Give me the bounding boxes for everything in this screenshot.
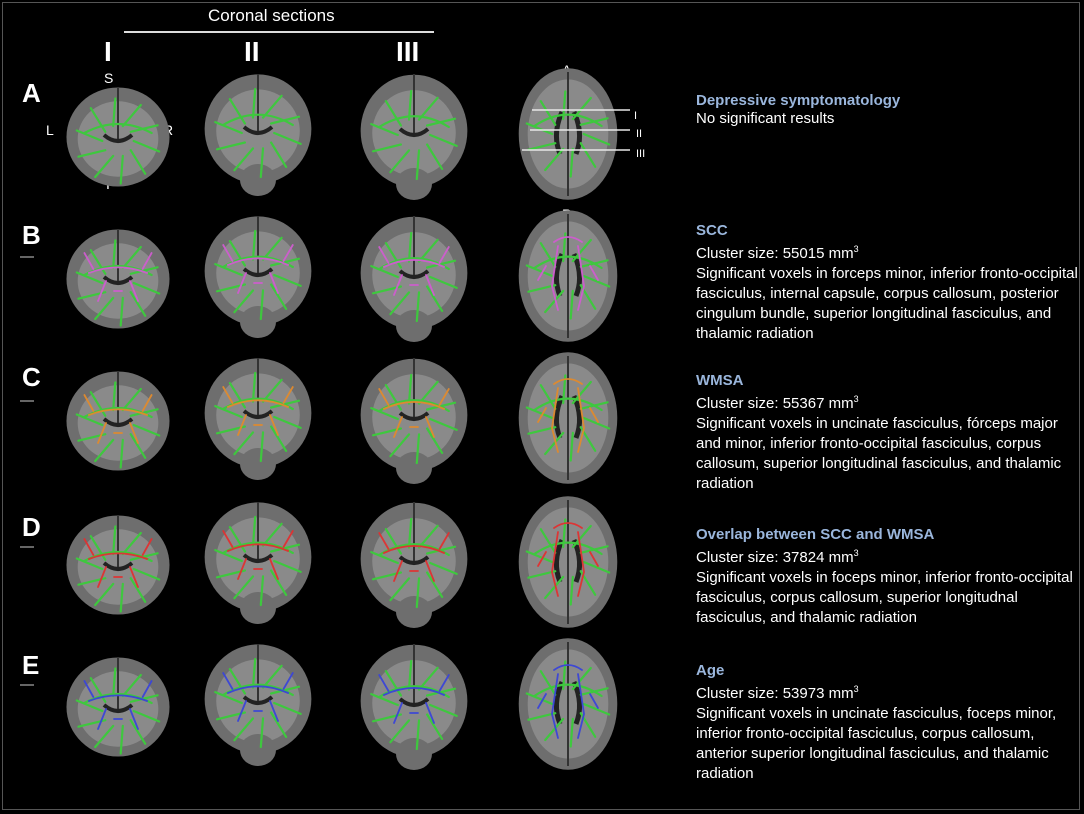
panel-b-title: SCC: [696, 222, 728, 239]
brain-axial-section-row-e: [518, 638, 618, 770]
panel-a-title: Depressive symptomatology: [696, 92, 901, 109]
panel-c-cluster: Cluster size: 55367 mm3: [696, 394, 859, 412]
section-title: Coronal sections: [208, 6, 335, 25]
brain-coronal-section-1-row-b: [66, 229, 170, 329]
panel-d-description: Significant voxels in foceps minor, infe…: [696, 569, 1073, 626]
panel-a-description: No significant results: [696, 110, 835, 127]
panel-e: Age Cluster size: 53973 mm3 Significant …: [696, 662, 1084, 784]
panel-b-cluster: Cluster size: 55015 mm3: [696, 244, 859, 262]
panel-d: Overlap between SCC and WMSA Cluster siz…: [696, 526, 1084, 628]
row-d-marker: [20, 546, 34, 548]
panel-c: WMSA Cluster size: 55367 mm3 Significant…: [696, 372, 1084, 494]
brain-coronal-section-1-row-a: [66, 87, 170, 187]
panel-d-cluster: Cluster size: 37824 mm3: [696, 548, 859, 566]
panel-e-description: Significant voxels in uncinate fasciculu…: [696, 705, 1057, 782]
panel-e-title: Age: [696, 662, 725, 679]
brain-coronal-section-3-row-d: [360, 502, 468, 628]
brain-coronal-section-3-row-c: [360, 358, 468, 484]
section-divider: [124, 31, 434, 33]
brain-coronal-section-2-row-c: [204, 358, 312, 480]
brain-coronal-section-3-row-b: [360, 216, 468, 342]
panel-b-description: Significant voxels in forceps minor, inf…: [696, 265, 1078, 342]
brain-coronal-section-1-row-e: [66, 657, 170, 757]
axial-line-label-2: II: [636, 128, 643, 140]
panel-d-title: Overlap between SCC and WMSA: [696, 526, 935, 543]
panel-e-cluster: Cluster size: 53973 mm3: [696, 684, 859, 702]
orientation-left: L: [46, 122, 54, 138]
panel-b: SCC Cluster size: 55015 mm3 Significant …: [696, 222, 1084, 344]
row-label-d: D: [22, 512, 41, 542]
brain-axial-section-row-c: [518, 352, 618, 484]
brain-coronal-section-3-row-e: [360, 644, 468, 770]
brain-axial-section-row-b: [518, 210, 618, 342]
row-label-e: E: [22, 650, 40, 680]
brain-axial-section-row-a: [518, 68, 630, 200]
orientation-superior: S: [104, 70, 114, 86]
brain-axial-section-row-d: [518, 496, 618, 628]
brain-coronal-section-2-row-e: [204, 644, 312, 766]
brain-coronal-section-1-row-c: [66, 371, 170, 471]
panel-c-description: Significant voxels in uncinate fasciculu…: [696, 415, 1062, 492]
brain-coronal-section-1-row-d: [66, 515, 170, 615]
row-label-c: C: [22, 362, 41, 392]
row-b-marker: [20, 256, 34, 258]
column-label-1: I: [104, 36, 112, 67]
panel-a: Depressive symptomatology No significant…: [696, 92, 1084, 129]
row-c-marker: [20, 400, 34, 402]
column-label-3: III: [396, 36, 420, 67]
column-label-2: II: [244, 36, 260, 67]
axial-line-label-3: III: [636, 148, 646, 160]
brain-coronal-section-2-row-d: [204, 502, 312, 624]
brain-coronal-section-2-row-b: [204, 216, 312, 338]
row-label-a: A: [22, 78, 41, 108]
brain-coronal-section-2-row-a: [204, 74, 312, 196]
brain-coronal-section-3-row-a: [360, 74, 468, 200]
row-label-b: B: [22, 220, 41, 250]
panel-c-title: WMSA: [696, 372, 744, 389]
axial-line-label-1: I: [634, 110, 638, 122]
row-e-marker: [20, 684, 34, 686]
